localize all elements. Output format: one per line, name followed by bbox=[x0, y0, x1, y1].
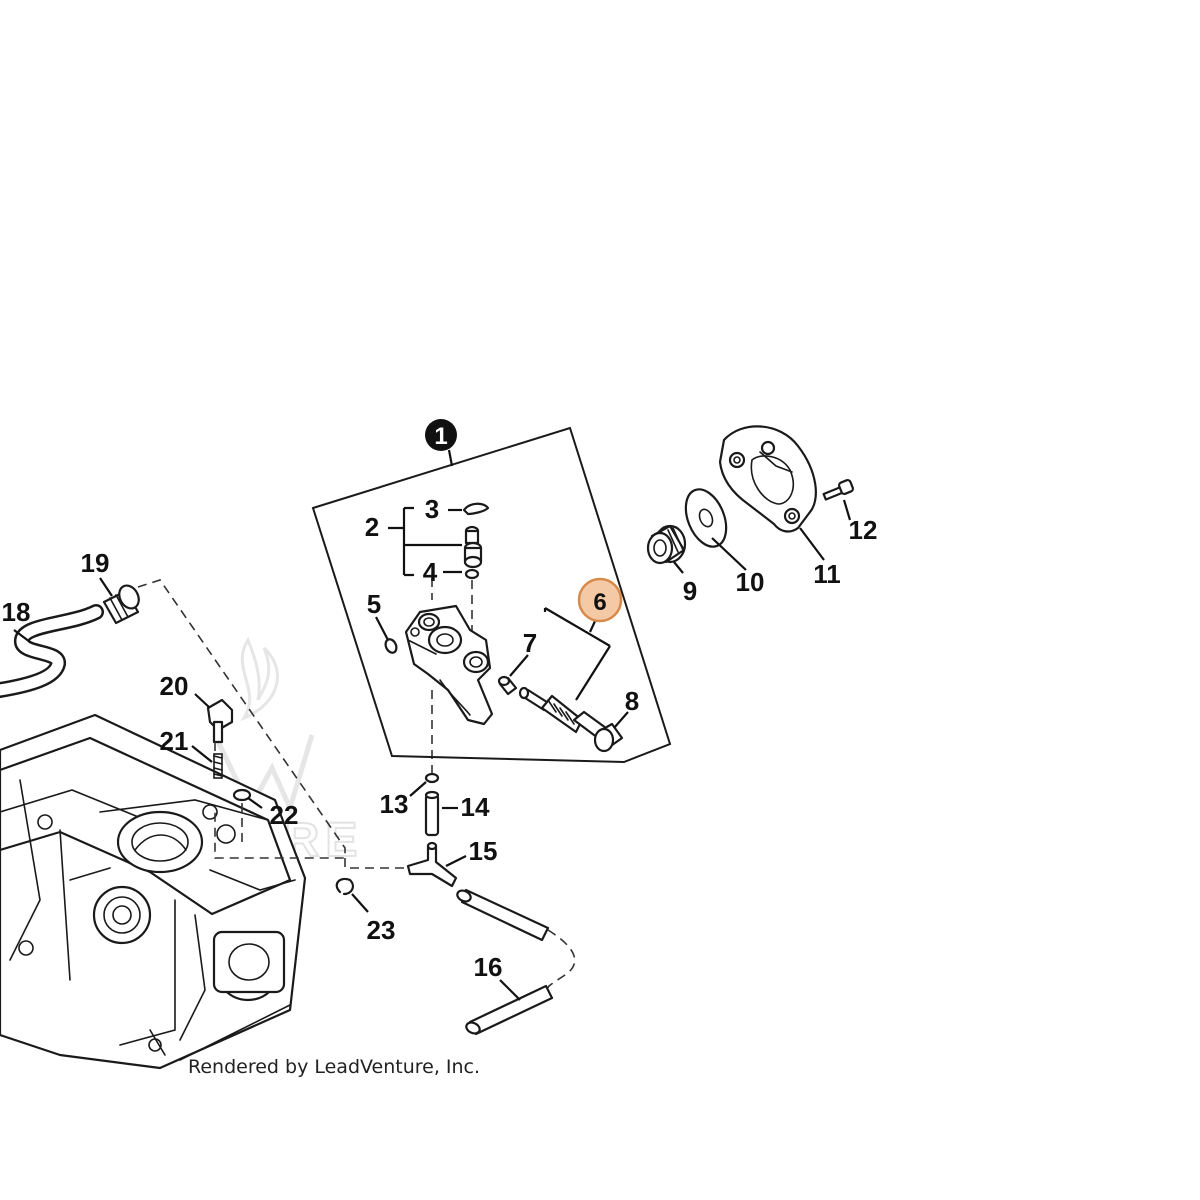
label-8[interactable]: 8 bbox=[625, 686, 639, 716]
crankcase-housing bbox=[0, 713, 307, 1070]
callout-6-label: 6 bbox=[593, 589, 606, 616]
label-19[interactable]: 19 bbox=[81, 548, 110, 578]
part-20-screw bbox=[206, 698, 234, 744]
leader-lines bbox=[13, 449, 852, 1001]
part-10-disc bbox=[684, 488, 728, 548]
label-3[interactable]: 3 bbox=[425, 494, 439, 524]
part-8-cap bbox=[593, 722, 624, 753]
part-3-circlip bbox=[462, 502, 490, 516]
label-15[interactable]: 15 bbox=[469, 836, 498, 866]
part-23-clip bbox=[335, 877, 354, 896]
label-10[interactable]: 10 bbox=[736, 567, 765, 597]
part-5-o-ring bbox=[384, 638, 398, 654]
part-6-worm-gear bbox=[518, 686, 608, 740]
part-12-screw bbox=[822, 478, 855, 501]
label-4[interactable]: 4 bbox=[423, 557, 438, 587]
oil-pump-housing bbox=[404, 604, 494, 726]
part-13-o-ring bbox=[424, 772, 440, 784]
label-2[interactable]: 2 bbox=[365, 512, 379, 542]
part-22-o-ring bbox=[232, 788, 252, 802]
label-20[interactable]: 20 bbox=[160, 671, 189, 701]
part-21-spring bbox=[213, 753, 223, 779]
callout-1-badge bbox=[425, 419, 457, 451]
label-5[interactable]: 5 bbox=[367, 589, 381, 619]
part-19-fitting bbox=[102, 584, 140, 625]
callout-1-label: 1 bbox=[434, 423, 447, 450]
part-7-bushing bbox=[497, 675, 518, 696]
label-13[interactable]: 13 bbox=[380, 789, 409, 819]
part-18-hose bbox=[0, 604, 104, 698]
label-12[interactable]: 12 bbox=[849, 515, 878, 545]
part-11-plate bbox=[718, 425, 817, 533]
label-22[interactable]: 22 bbox=[270, 800, 299, 830]
callout-1[interactable]: 1 bbox=[425, 419, 457, 451]
label-21[interactable]: 21 bbox=[160, 726, 189, 756]
label-16[interactable]: 16 bbox=[474, 952, 503, 982]
label-7[interactable]: 7 bbox=[523, 628, 537, 658]
part-15-t-connector bbox=[406, 841, 458, 888]
label-18[interactable]: 18 bbox=[2, 597, 31, 627]
kit-frame bbox=[311, 426, 672, 764]
part-16-hose bbox=[456, 888, 554, 1036]
label-11[interactable]: 11 bbox=[813, 559, 841, 589]
callout-6-badge bbox=[577, 577, 623, 623]
label-9[interactable]: 9 bbox=[683, 576, 697, 606]
label-14[interactable]: 14 bbox=[461, 792, 490, 822]
part-4-o-ring bbox=[464, 568, 480, 580]
part-14-pin bbox=[424, 790, 440, 837]
callout-6[interactable]: 6 bbox=[577, 577, 623, 623]
part-2-valve bbox=[463, 525, 483, 569]
label-23[interactable]: 23 bbox=[367, 915, 396, 945]
render-credit: Rendered by LeadVenture, Inc. bbox=[188, 1056, 480, 1078]
part-9-worm bbox=[646, 524, 687, 565]
